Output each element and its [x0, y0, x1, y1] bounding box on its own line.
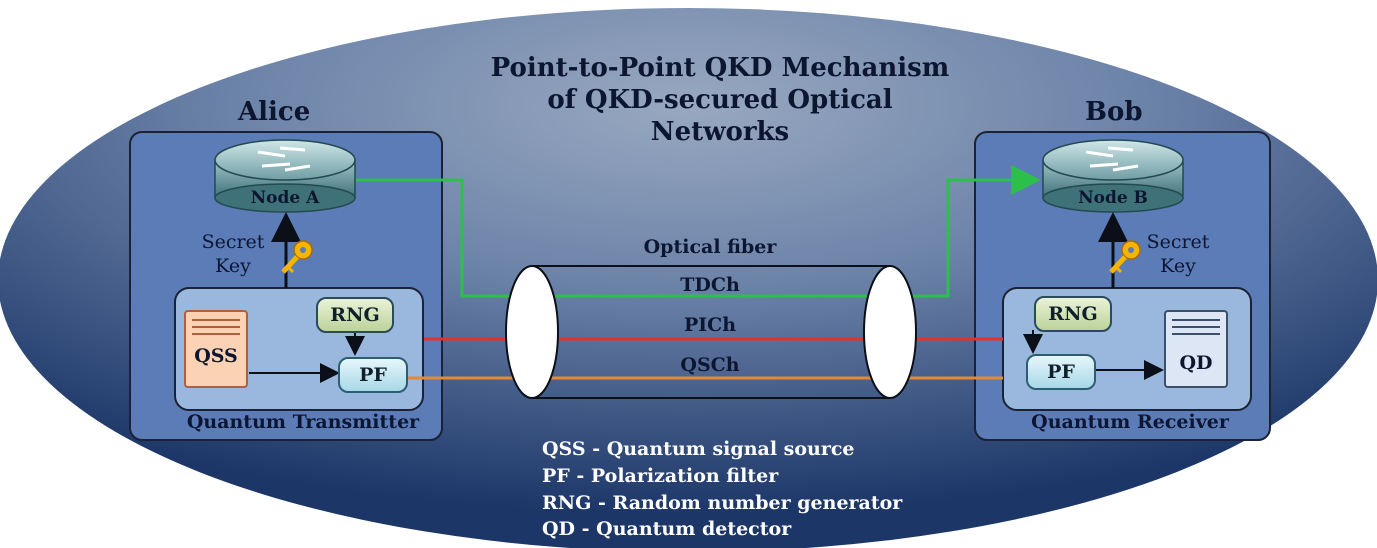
alice-secret-key-label: Secret Key [198, 230, 268, 278]
qss-label: QSS [194, 345, 238, 367]
qd-detector-icon [1164, 310, 1228, 388]
bob-secret-key-label: Secret Key [1143, 230, 1213, 278]
bob-label: Bob [1085, 97, 1143, 127]
legend-qd: QD - Quantum detector [542, 518, 792, 540]
qd-label: QD [1179, 352, 1213, 374]
quantum-transmitter-label: Quantum Transmitter [186, 411, 420, 433]
legend-qss: QSS - Quantum signal source [542, 438, 855, 460]
pich-label: PICh [683, 314, 737, 336]
node-a-label: Node A [250, 188, 320, 208]
bob-key-word: Key [1160, 255, 1196, 277]
key-icon-alice [281, 240, 313, 274]
title-line-1: Point-to-Point QKD Mechanism [490, 53, 950, 83]
alice-pf-box: PF [338, 357, 408, 393]
bob-secret-word: Secret [1146, 231, 1210, 253]
qss-server-icon [184, 310, 248, 388]
optical-fiber-label: Optical fiber [643, 236, 777, 258]
title-line-2: of QKD-secured Optical [547, 85, 893, 115]
key-icon-bob [1109, 240, 1141, 274]
fiber-right-end [863, 265, 917, 399]
qsch-label: QSCh [680, 354, 740, 376]
alice-key-word: Key [215, 255, 251, 277]
title-line-3: Networks [650, 117, 790, 147]
tdch-line [355, 165, 1041, 298]
alice-label: Alice [238, 97, 311, 127]
legend-pf: PF - Polarization filter [542, 465, 779, 487]
fiber-left-end [505, 265, 559, 399]
alice-rng-box: RNG [316, 297, 394, 333]
router-icon-node-a [214, 139, 356, 213]
alice-secret-word: Secret [201, 231, 265, 253]
bob-pf-box: PF [1026, 354, 1096, 390]
bob-rng-box: RNG [1034, 296, 1112, 332]
quantum-receiver-label: Quantum Receiver [1031, 411, 1229, 433]
router-icon-node-b [1042, 139, 1184, 213]
legend-rng: RNG - Random number generator [542, 492, 903, 514]
node-b-label: Node B [1078, 188, 1148, 208]
tdch-label: TDCh [680, 274, 740, 296]
diagram-title: Point-to-Point QKD Mechanism of QKD-secu… [420, 52, 1020, 148]
